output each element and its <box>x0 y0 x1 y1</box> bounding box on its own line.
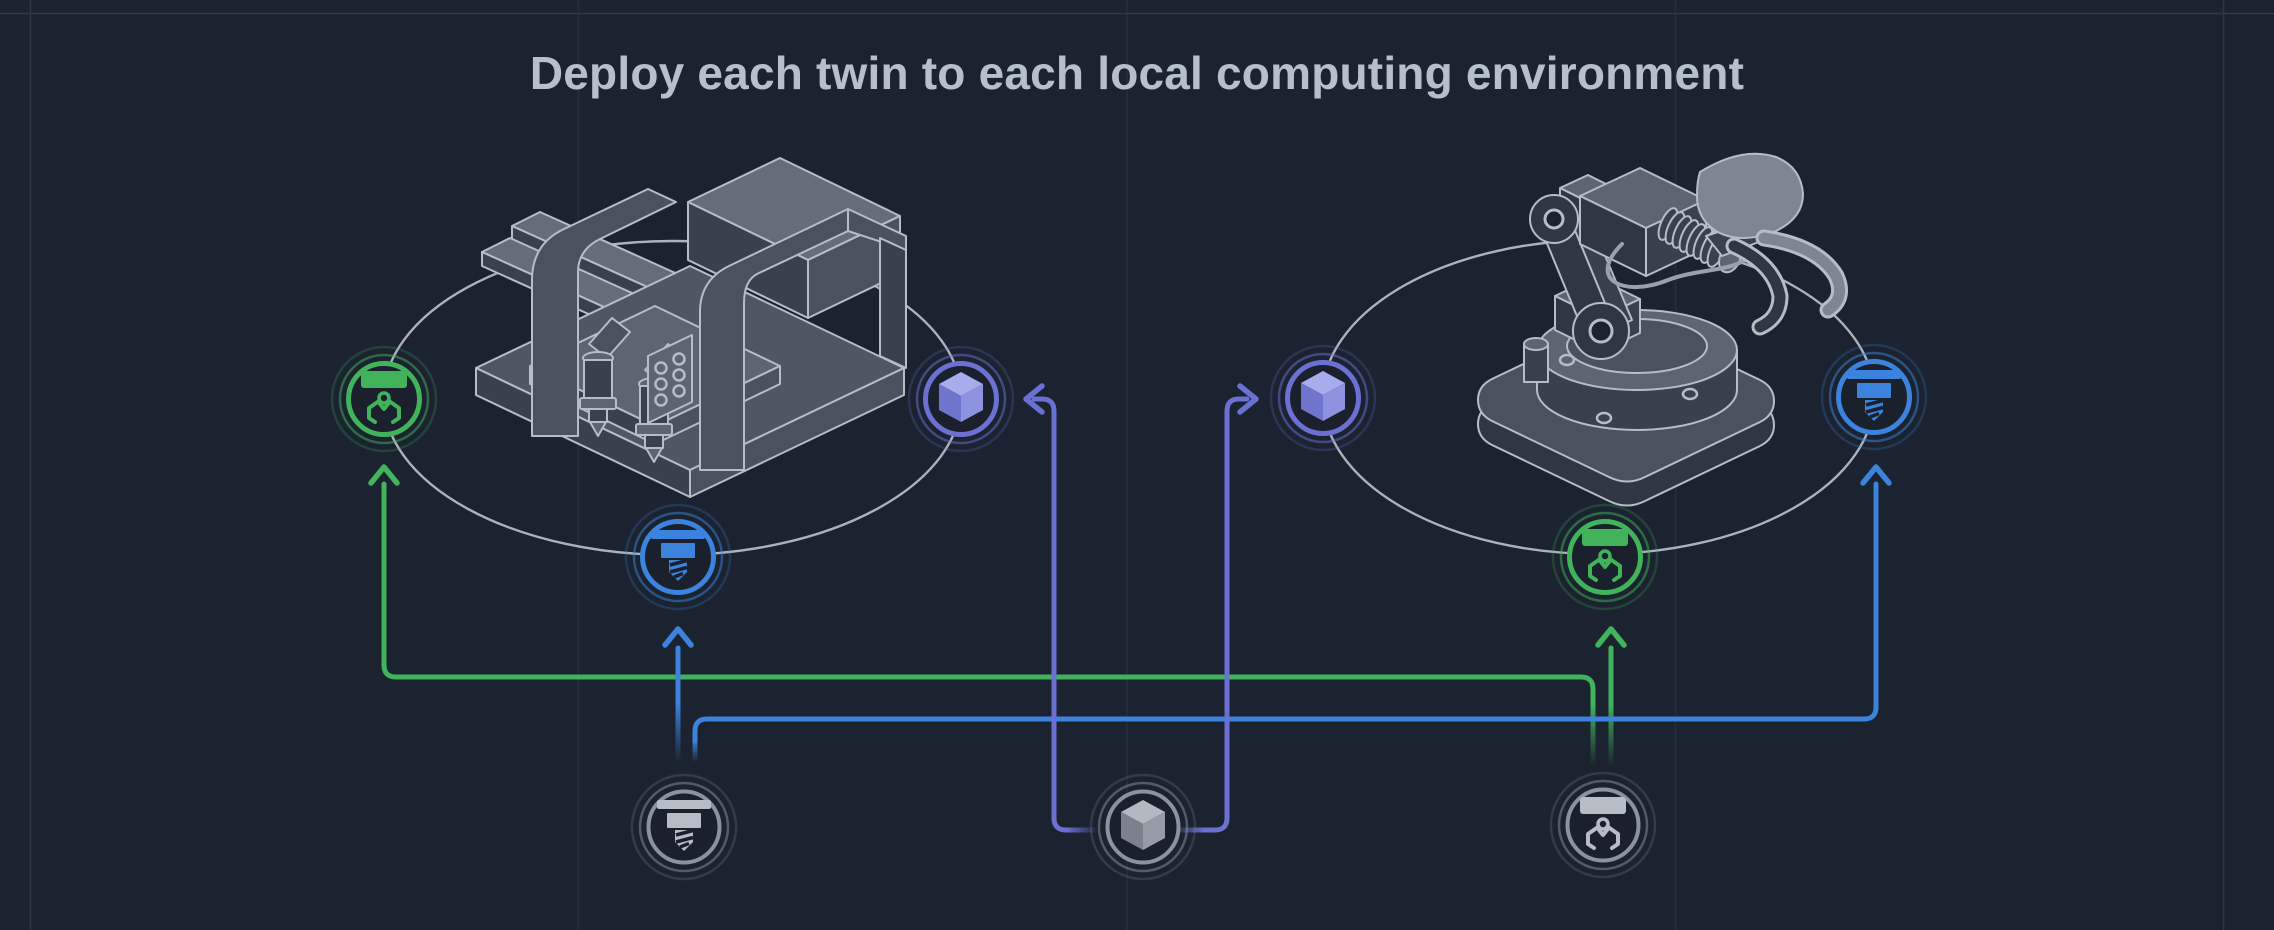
arrow-up-icon <box>1860 464 1892 486</box>
arrow-right-icon <box>1237 383 1259 415</box>
left-env-drill-node <box>624 503 732 611</box>
left-env-cube-node <box>907 345 1015 453</box>
connection-cube-to-right-env <box>1170 383 1259 833</box>
connection-cube-to-left-env <box>1023 383 1101 833</box>
left-env-gripper-node <box>330 345 438 453</box>
cnc-machine-illustration <box>475 157 907 498</box>
connection-drill-to-right-env <box>692 464 1892 765</box>
connection-gripper-to-left-env <box>368 464 1596 769</box>
twin-cube-node <box>1089 773 1197 881</box>
arrow-up-icon <box>662 626 694 648</box>
arrow-up-icon <box>368 464 400 486</box>
arrow-up-icon <box>1595 626 1627 648</box>
right-env-drill-node <box>1820 343 1928 451</box>
robot-arm-illustration <box>1477 152 1849 507</box>
arrow-left-icon <box>1023 383 1045 415</box>
twin-gripper-node <box>1549 771 1657 879</box>
page-title: Deploy each twin to each local computing… <box>529 47 1745 99</box>
connection-drill-to-left-env <box>662 626 694 765</box>
right-env-gripper-node <box>1551 503 1659 611</box>
twin-drill-node <box>630 773 738 881</box>
connection-gripper-to-right-env <box>1595 626 1627 769</box>
right-env-cube-node <box>1269 344 1377 452</box>
